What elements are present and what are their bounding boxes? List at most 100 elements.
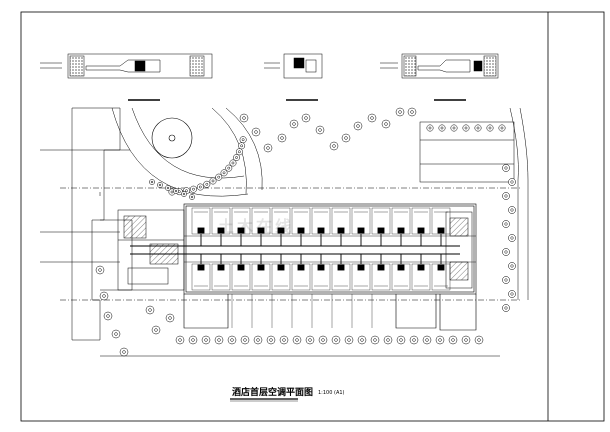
tree-canopy [189, 194, 195, 200]
tree [498, 124, 506, 132]
tree-trunk [148, 308, 152, 312]
tree [235, 148, 243, 156]
tree [215, 173, 223, 181]
tree-trunk [222, 171, 226, 175]
tree-canopy [508, 206, 516, 214]
tree-canopy [149, 179, 155, 185]
tree [301, 113, 311, 123]
tree-canopy [279, 335, 289, 345]
tree [318, 335, 328, 345]
tree [157, 182, 163, 188]
tree-canopy [474, 335, 484, 345]
drawing-title-block: 酒店首层空调平面图 1:100 (A1) [230, 386, 345, 402]
tree-canopy [215, 173, 223, 181]
tree-canopy [95, 265, 105, 275]
tree [407, 107, 417, 117]
tree [225, 164, 233, 172]
fan-coil-unit [437, 227, 445, 234]
tree [209, 177, 217, 185]
tree-trunk [438, 338, 442, 342]
tree [315, 125, 325, 135]
tree [381, 119, 391, 129]
tree-canopy [209, 177, 217, 185]
tree-canopy [367, 113, 377, 123]
tree [396, 335, 406, 345]
tree-trunk [504, 278, 508, 282]
tree-trunk [321, 338, 325, 342]
tree [266, 335, 276, 345]
tree [502, 220, 510, 228]
tree-trunk [106, 314, 110, 318]
tree-canopy [151, 325, 161, 335]
tree-trunk [318, 128, 322, 132]
tree [214, 335, 224, 345]
tree-canopy [145, 305, 155, 315]
tree-canopy [474, 124, 482, 132]
tree-canopy [486, 124, 494, 132]
tree-trunk [464, 126, 468, 130]
tree [438, 124, 446, 132]
tree-trunk [168, 316, 172, 320]
tree-canopy [292, 335, 302, 345]
tree-trunk [174, 189, 178, 193]
tree-trunk [510, 180, 514, 184]
tree-canopy [239, 136, 247, 144]
tree [344, 335, 354, 345]
tree-trunk [150, 180, 154, 184]
tree [220, 169, 228, 177]
tree [119, 347, 129, 357]
tree-canopy [331, 335, 341, 345]
tree [341, 133, 351, 143]
tree [508, 178, 516, 186]
tree [238, 142, 246, 150]
tree-trunk [191, 338, 195, 342]
tree-canopy [341, 133, 351, 143]
tree-trunk [500, 126, 504, 130]
tree [239, 113, 249, 123]
tree [367, 113, 377, 123]
fan-coil-unit [277, 227, 285, 234]
tree-trunk [410, 110, 414, 114]
tree-canopy [498, 124, 506, 132]
tree-trunk [240, 144, 243, 148]
tree-trunk [266, 146, 270, 150]
tree-canopy [508, 290, 516, 298]
tree [151, 325, 161, 335]
tree [201, 335, 211, 345]
tree-trunk [256, 338, 260, 342]
fountain-circle [151, 117, 193, 159]
landscape-trees [95, 107, 516, 357]
tree-canopy [407, 107, 417, 117]
tree-canopy [238, 142, 246, 150]
fan-coil-unit [297, 264, 305, 271]
tree-trunk [384, 122, 388, 126]
tree [233, 154, 240, 161]
tree-trunk [399, 338, 403, 342]
drawing-scale: 1:100 (A1) [318, 390, 345, 396]
detail-view-left [40, 53, 213, 101]
tree [279, 335, 289, 345]
tree-canopy [99, 291, 109, 301]
fan-coil-unit [217, 227, 225, 234]
tree-trunk [373, 338, 377, 342]
tree-trunk [504, 250, 508, 254]
tree-trunk [102, 294, 106, 298]
tree [227, 335, 237, 345]
tree-trunk [243, 338, 247, 342]
tree [357, 335, 367, 345]
tree-trunk [504, 166, 508, 170]
tree [486, 124, 494, 132]
tree-trunk [510, 236, 514, 240]
air-duct-runs [130, 227, 460, 271]
tree-canopy [502, 304, 510, 312]
tree-trunk [334, 338, 338, 342]
fan-coil-unit [397, 227, 405, 234]
tree-canopy [315, 125, 325, 135]
fan-coil-unit [317, 264, 325, 271]
tree-canopy [251, 127, 261, 137]
fan-coil-unit [317, 227, 325, 234]
tree [95, 265, 105, 275]
detail-view-right [380, 53, 499, 101]
tree [229, 159, 237, 167]
tree-canopy [462, 124, 470, 132]
